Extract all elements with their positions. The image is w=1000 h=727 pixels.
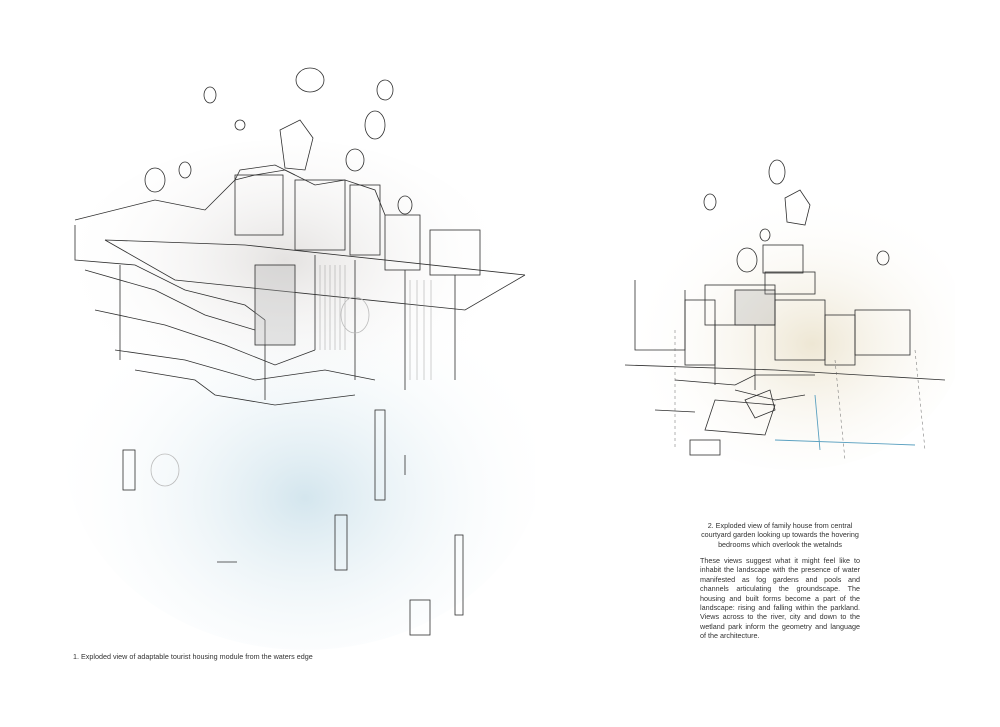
figure-2-caption: 2. Exploded view of family house from ce… [701, 521, 859, 549]
description-text: These views suggest what it might feel l… [700, 556, 860, 641]
figure-1-caption: 1. Exploded view of adaptable tourist ho… [73, 652, 313, 661]
drawing-tourist-housing [55, 67, 535, 650]
drawing-family-house [624, 159, 955, 470]
